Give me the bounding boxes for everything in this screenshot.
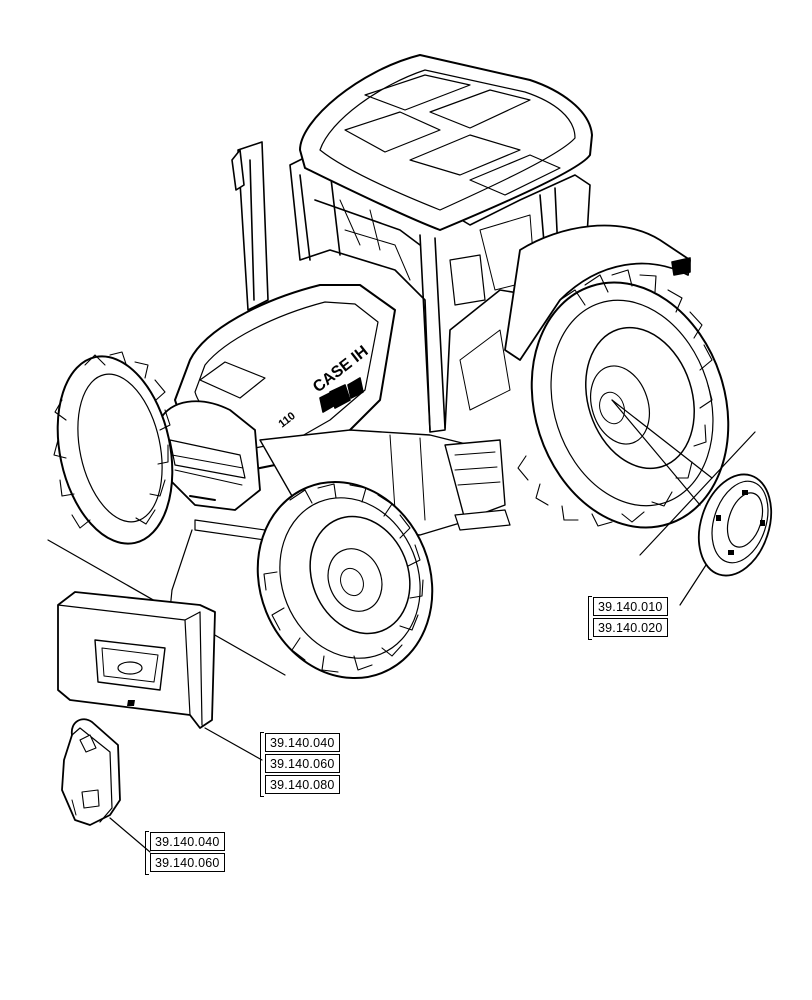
- cab-roof: [299, 54, 593, 231]
- leader-lines: [47, 399, 756, 853]
- ref-label[interactable]: 39.140.060: [265, 754, 340, 773]
- front-weight-block-part: [57, 591, 216, 729]
- front-weight-plate-part: [61, 718, 121, 826]
- ref-label[interactable]: 39.140.040: [150, 832, 225, 851]
- ref-group-front-weight-block: 39.140.040 39.140.060 39.140.080: [260, 732, 340, 797]
- ref-group-front-weight-plate: 39.140.040 39.140.060: [145, 831, 225, 875]
- ref-label[interactable]: 39.140.060: [150, 853, 225, 872]
- rear-wheel: [517, 269, 730, 529]
- rear-fender: [504, 224, 691, 361]
- ref-label[interactable]: 39.140.010: [593, 597, 668, 616]
- front-right-wheel: [256, 480, 434, 680]
- ref-label[interactable]: 39.140.080: [265, 775, 340, 794]
- front-left-wheel: [53, 351, 174, 545]
- ref-group-rear-wheel-weight: 39.140.010 39.140.020: [588, 596, 668, 640]
- ref-label[interactable]: 39.140.020: [593, 618, 668, 637]
- exhaust-pipe: [231, 141, 269, 311]
- rear-wheel-weight-part: [697, 473, 773, 577]
- ref-label[interactable]: 39.140.040: [265, 733, 340, 752]
